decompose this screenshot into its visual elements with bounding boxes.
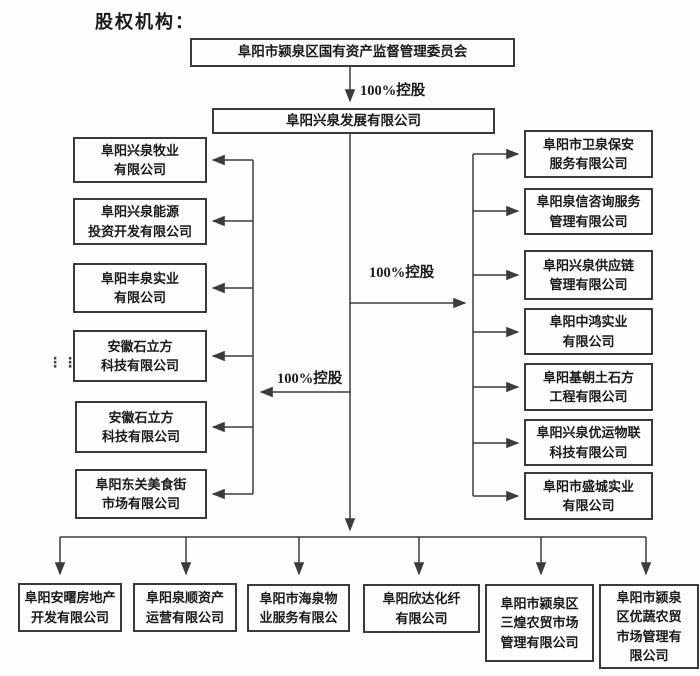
node-bottom-3: 阜阳欣达化纤 有限公司 (363, 584, 480, 633)
node-bottom-1: 阜阳泉顺资产 运营有限公司 (133, 583, 237, 632)
node-left-1: 阜阳兴泉能源 投资开发有限公司 (73, 198, 207, 245)
node-right-0: 阜阳市卫泉保安 服务有限公司 (524, 130, 653, 178)
node-right-2: 阜阳兴泉供应链 管理有限公司 (524, 250, 653, 300)
node-left-3: 安徽石立方 科技有限公司 (73, 330, 207, 382)
node-bottom-0: 阜阳安曙房地产 开发有限公司 (18, 583, 122, 632)
node-left-0: 阜阳兴泉牧业 有限公司 (73, 137, 207, 183)
page-title: 股权机构： (95, 12, 195, 32)
node-left-2: 阜阳丰泉实业 有限公司 (73, 263, 207, 313)
more-items-ellipsis-icon: ⋮⋮ (48, 354, 78, 370)
node-root: 阜阳市颍泉区国有资产监督管理委员会 (190, 38, 515, 67)
node-right-1: 阜阳泉信咨询服务 管理有限公司 (524, 188, 653, 235)
node-right-4: 阜阳基朝土石方 工程有限公司 (524, 363, 653, 411)
root-control-label: 100%控股 (360, 83, 426, 99)
node-bottom-4: 阜阳市颍泉区 三煌农贸市场 管理有限公司 (485, 584, 594, 662)
node-parent: 阜阳兴泉发展有限公司 (212, 108, 495, 134)
left-control-label: 100%控股 (277, 371, 343, 387)
node-right-5: 阜阳兴泉优运物联 科技有限公司 (524, 419, 653, 466)
node-right-6: 阜阳市盛城实业 有限公司 (524, 472, 653, 520)
right-control-label: 100%控股 (369, 265, 435, 281)
node-left-4: 安徽石立方 科技有限公司 (75, 401, 207, 453)
node-bottom-5: 阜阳市颍泉 区优蔬农贸 市场管理有 限公司 (599, 584, 699, 669)
node-right-3: 阜阳中鸿实业 有限公司 (524, 308, 653, 355)
node-bottom-2: 阜阳市海泉物 业服务有限公 (247, 584, 350, 632)
node-left-5: 阜阳东关美食街 市场有限公司 (75, 469, 207, 519)
